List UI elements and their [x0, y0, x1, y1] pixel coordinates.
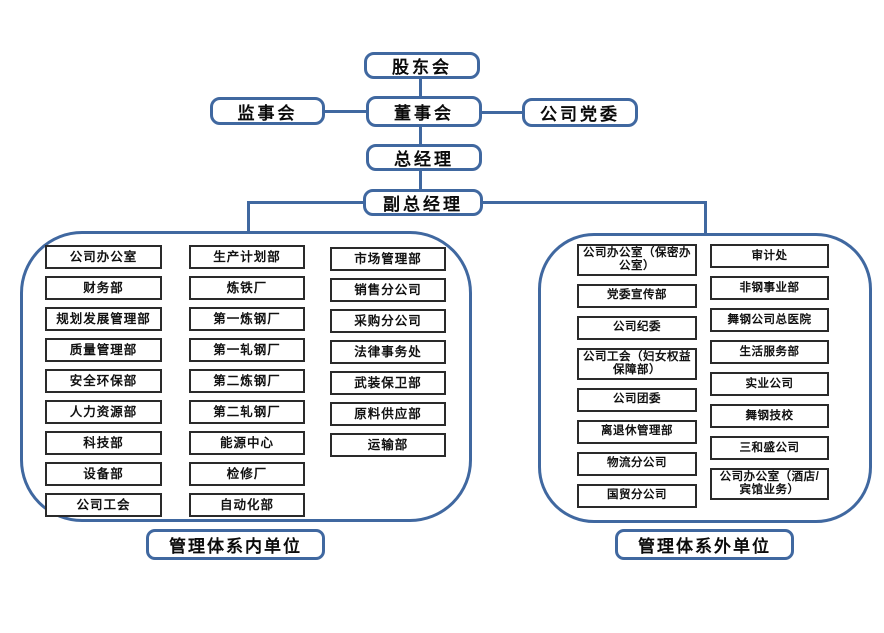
- org-unit-box: 法律事务处: [330, 340, 446, 364]
- internal-group-label: 管理体系内单位: [146, 529, 325, 560]
- org-unit-box: 实业公司: [710, 372, 829, 396]
- org-unit-box: 公司工会（妇女权益保障部）: [577, 347, 697, 380]
- org-unit-box: 人力资源部: [45, 400, 162, 424]
- org-unit-box: 党委宣传部: [577, 283, 697, 308]
- org-unit-box: 公司办公室: [45, 245, 162, 269]
- org-unit-box: 国贸分公司: [577, 483, 697, 508]
- org-unit-box: 第一轧钢厂: [189, 338, 305, 362]
- org-unit-box: 市场管理部: [330, 247, 446, 271]
- org-unit-box: 自动化部: [189, 493, 305, 517]
- org-unit-box: 规划发展管理部: [45, 307, 162, 331]
- org-unit-box: 第二轧钢厂: [189, 400, 305, 424]
- org-unit-box: 公司纪委: [577, 315, 697, 340]
- org-unit-box: 生活服务部: [710, 340, 829, 364]
- org-unit-box: 设备部: [45, 462, 162, 486]
- org-unit-box: 非钢事业部: [710, 276, 829, 300]
- org-unit-box: 财务部: [45, 276, 162, 300]
- org-unit-box: 武装保卫部: [330, 371, 446, 395]
- connector-gm-dgm: [419, 171, 422, 190]
- connector-shareholders-board: [419, 79, 422, 97]
- connector-supervisory-board: [324, 110, 367, 113]
- internal-units-column-2: 生产计划部炼铁厂第一炼钢厂第一轧钢厂第二炼钢厂第二轧钢厂能源中心检修厂自动化部: [189, 245, 305, 517]
- org-unit-box: 舞钢公司总医院: [710, 308, 829, 332]
- org-unit-box: 能源中心: [189, 431, 305, 455]
- node-deputy-general-manager: 副总经理: [363, 189, 483, 216]
- org-unit-box: 销售分公司: [330, 278, 446, 302]
- org-unit-box: 物流分公司: [577, 451, 697, 476]
- org-unit-box: 三和盛公司: [710, 436, 829, 460]
- org-unit-box: 审计处: [710, 244, 829, 268]
- org-unit-box: 离退休管理部: [577, 419, 697, 444]
- node-party-committee: 公司党委: [522, 98, 638, 127]
- org-unit-box: 检修厂: [189, 462, 305, 486]
- org-unit-box: 生产计划部: [189, 245, 305, 269]
- connector-board-gm: [419, 127, 422, 145]
- connector-dgm-external-h: [483, 201, 707, 204]
- org-unit-box: 采购分公司: [330, 309, 446, 333]
- node-general-manager: 总经理: [366, 144, 482, 171]
- org-unit-box: 原料供应部: [330, 402, 446, 426]
- org-unit-box: 公司工会: [45, 493, 162, 517]
- org-unit-box: 质量管理部: [45, 338, 162, 362]
- org-unit-box: 炼铁厂: [189, 276, 305, 300]
- org-unit-box: 第二炼钢厂: [189, 369, 305, 393]
- connector-dgm-external-v: [704, 201, 707, 236]
- internal-units-column-3: 市场管理部销售分公司采购分公司法律事务处武装保卫部原料供应部运输部: [330, 247, 446, 457]
- org-unit-box: 安全环保部: [45, 369, 162, 393]
- external-units-column-2: 审计处非钢事业部舞钢公司总医院生活服务部实业公司舞钢技校三和盛公司公司办公室（酒…: [710, 244, 829, 500]
- node-board-of-directors: 董事会: [366, 96, 482, 127]
- org-unit-box: 公司办公室（保密办公室）: [577, 244, 697, 276]
- org-unit-box: 公司办公室（酒店/宾馆业务）: [710, 468, 829, 500]
- external-group-label: 管理体系外单位: [615, 529, 794, 560]
- connector-dgm-internal-h: [247, 201, 364, 204]
- org-unit-box: 第一炼钢厂: [189, 307, 305, 331]
- external-units-column-1: 公司办公室（保密办公室） 党委宣传部公司纪委公司工会（妇女权益保障部） 公司团委离退…: [577, 244, 697, 508]
- org-unit-box: 公司团委: [577, 387, 697, 412]
- org-unit-box: 科技部: [45, 431, 162, 455]
- node-supervisory-board: 监事会: [210, 97, 325, 125]
- node-shareholders: 股东会: [364, 52, 480, 79]
- internal-units-column-1: 公司办公室财务部规划发展管理部质量管理部安全环保部人力资源部科技部设备部公司工会: [45, 245, 162, 517]
- connector-board-party: [481, 111, 523, 114]
- org-unit-box: 运输部: [330, 433, 446, 457]
- org-unit-box: 舞钢技校: [710, 404, 829, 428]
- connector-dgm-internal-v: [247, 201, 250, 234]
